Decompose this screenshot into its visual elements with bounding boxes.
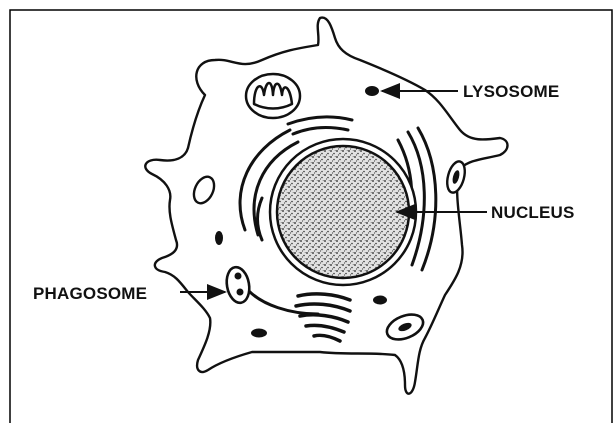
label-nucleus: NUCLEUS: [491, 203, 575, 222]
label-phagosome: PHAGOSOME: [33, 284, 147, 303]
mitochondrion: [246, 74, 300, 118]
nucleus: [270, 139, 416, 285]
label-lysosome: LYSOSOME: [463, 82, 559, 101]
lysosome: [365, 86, 379, 96]
